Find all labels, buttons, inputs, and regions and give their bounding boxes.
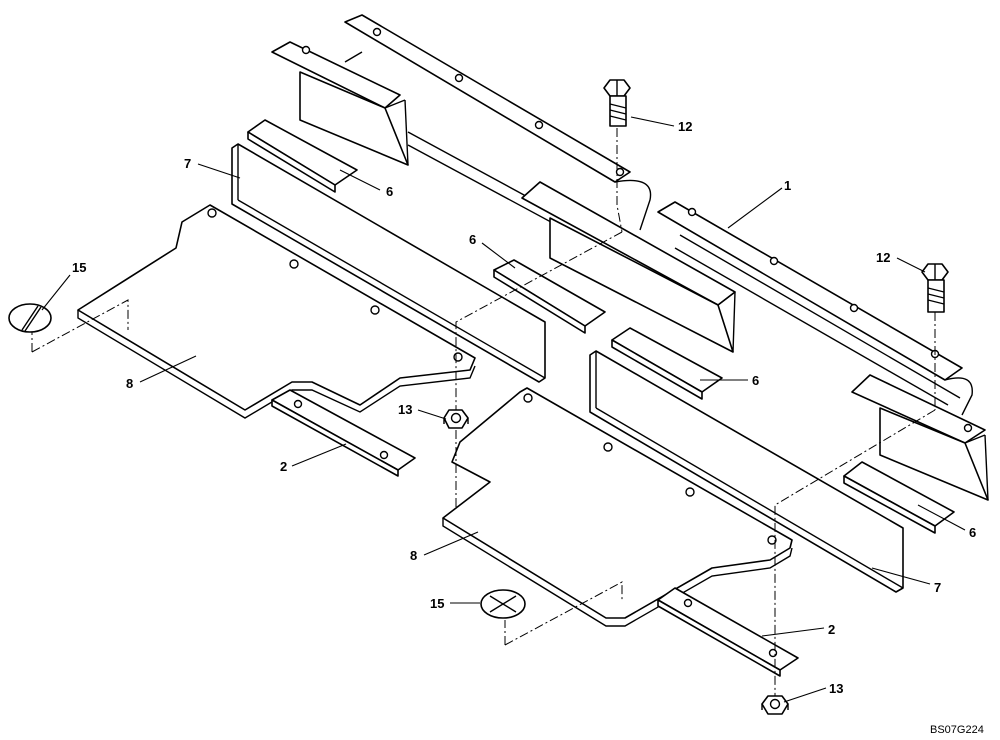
part-1-middle-bracket [521,181,736,353]
callout-2-front: 2 [828,622,835,637]
callout-12-rear: 12 [678,119,692,134]
callout-12-front: 12 [876,250,890,265]
part-15-screw-slotted [8,303,52,333]
callout-2-rear: 2 [280,459,287,474]
callout-8-front: 8 [410,548,417,563]
callout-15-left: 15 [72,260,86,275]
part-12-bolt-rear [603,79,631,127]
part-13-nut-front [761,695,789,715]
callout-6-rear: 6 [386,184,393,199]
callout-7-rear: 7 [184,156,191,171]
part-1-rear-channel [271,14,652,271]
part-8-front-plate [442,387,793,627]
leader-lines [41,116,966,703]
part-2-straps [271,389,799,677]
assembly-center-lines [31,128,936,696]
callout-6-middle: 6 [469,232,476,247]
callout-7-front: 7 [934,580,941,595]
part-13-nut-rear [443,409,469,429]
drawing-reference: BS07G224 [930,724,984,736]
callout-8-rear: 8 [126,376,133,391]
callout-6-front: 6 [969,525,976,540]
callout-6-right: 6 [752,373,759,388]
callout-13-front: 13 [829,681,843,696]
callout-labels: 1 12 12 7 6 6 6 6 7 8 8 2 2 13 13 15 15 [72,119,976,696]
part-1-front-channel [657,201,989,501]
part-7-front-plate [589,350,904,593]
callout-15-bottom: 15 [430,596,444,611]
callout-13-rear: 13 [398,402,412,417]
part-12-bolt-front [921,263,949,313]
callout-1: 1 [784,178,791,193]
part-8-rear-plate [77,204,476,419]
part-15-screw-cross [480,589,526,619]
part-7-rear-plate [231,143,546,383]
